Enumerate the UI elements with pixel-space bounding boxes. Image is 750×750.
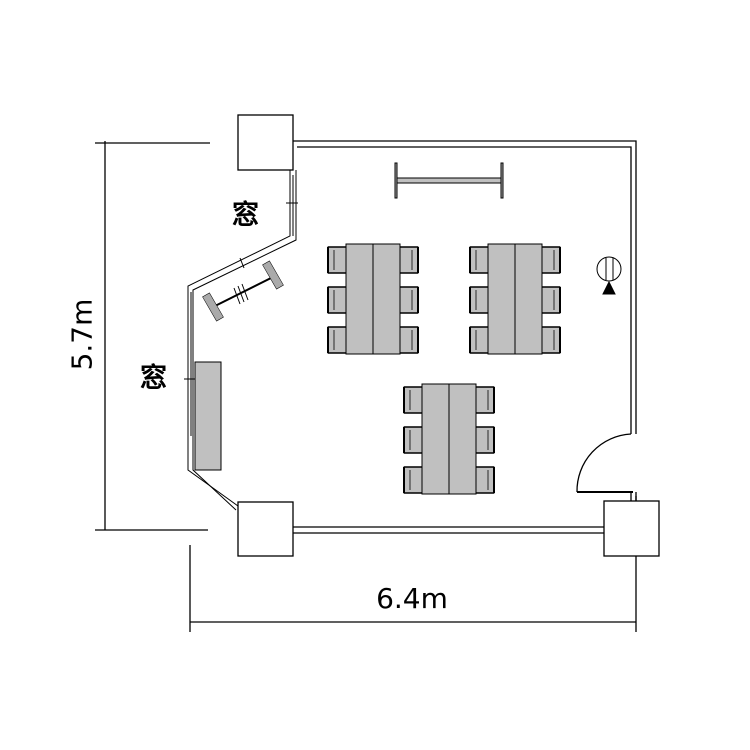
table-group-2 — [469, 243, 561, 355]
chair — [399, 326, 419, 354]
chair — [399, 246, 419, 274]
chair — [475, 466, 495, 494]
height-dimension-line — [95, 141, 210, 531]
chair — [469, 326, 489, 354]
pillar-bottom-left — [237, 501, 294, 557]
pillar-top-left — [237, 114, 294, 171]
chair — [327, 246, 347, 274]
chair — [403, 466, 423, 494]
chair — [327, 326, 347, 354]
pillar-bottom-right — [603, 500, 660, 557]
side-desk — [194, 361, 222, 471]
chair — [541, 246, 561, 274]
whiteboard — [394, 162, 504, 199]
chair — [475, 386, 495, 414]
projector-screen — [202, 260, 284, 322]
window-walls — [184, 170, 298, 511]
door[interactable] — [576, 433, 633, 493]
projector-icon — [596, 256, 622, 295]
walls — [293, 140, 637, 534]
chair — [541, 286, 561, 314]
window-label-top: 窓 — [232, 200, 259, 231]
chair — [475, 426, 495, 454]
chair — [469, 286, 489, 314]
height-dimension-label: 5.7m — [65, 298, 99, 371]
chair — [327, 286, 347, 314]
chair — [403, 386, 423, 414]
chair — [541, 326, 561, 354]
chair — [399, 286, 419, 314]
chair — [403, 426, 423, 454]
width-dimension-label: 6.4m — [376, 582, 448, 615]
table-group-3 — [403, 383, 495, 495]
window-label-left: 窓 — [140, 363, 167, 394]
chair — [469, 246, 489, 274]
table-group-1 — [327, 243, 419, 355]
